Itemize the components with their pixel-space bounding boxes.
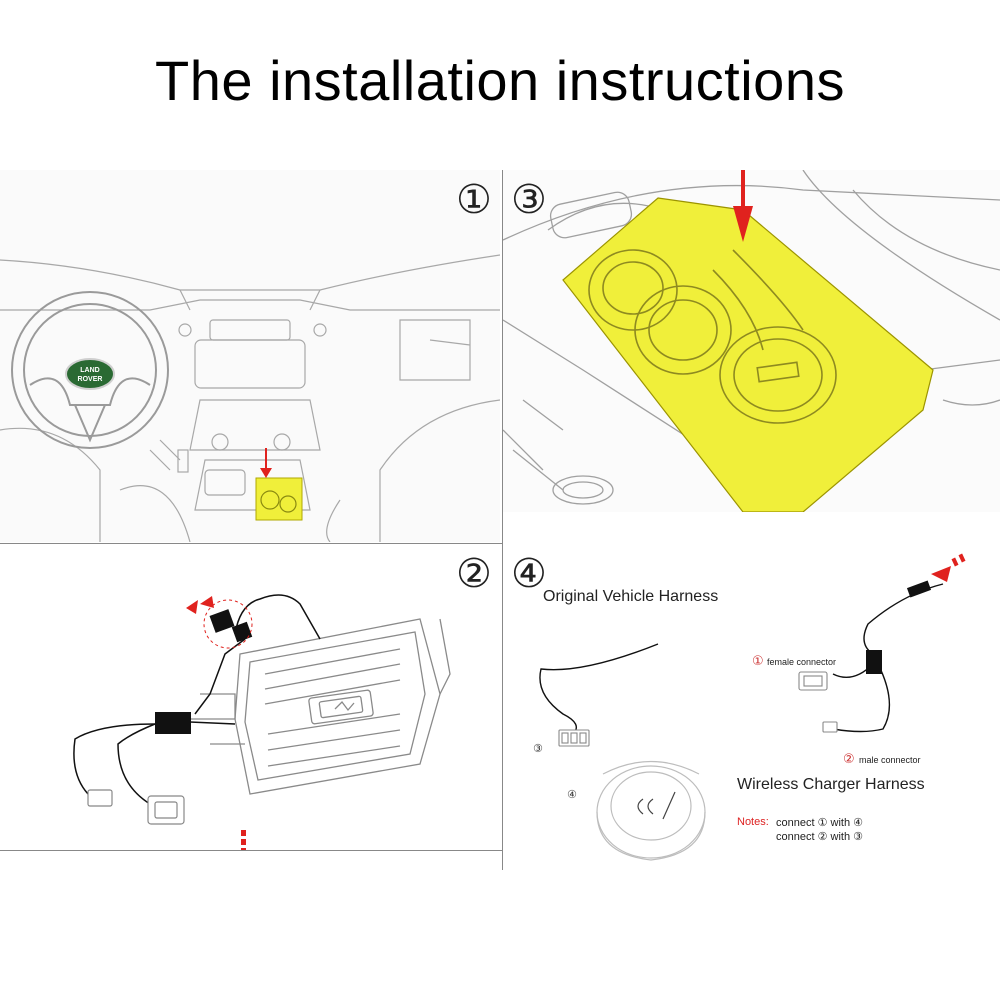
- female-connector-number: ①: [752, 654, 764, 669]
- divider-horizontal: [0, 543, 503, 544]
- plug-small: [87, 789, 113, 807]
- inline-module: [155, 712, 191, 734]
- divider-vertical: [502, 170, 503, 870]
- cupholder-highlight: [562, 197, 934, 512]
- female-connector-label: female connector: [767, 657, 837, 667]
- socket-number-3: ③: [533, 742, 543, 755]
- arrow-in-left-icon: [186, 600, 198, 614]
- harness-illustration: [539, 553, 966, 861]
- step-3-console-panel: ③: [503, 170, 1000, 512]
- logo-text-line2: ROVER: [78, 376, 103, 383]
- step-1-badge: ①: [456, 177, 492, 223]
- male-connector-number: ②: [843, 752, 855, 767]
- connector-black-1: [209, 609, 235, 633]
- socket-number-4: ④: [567, 788, 577, 801]
- wireless-harness-label: Wireless Charger Harness: [737, 776, 925, 793]
- down-arrow-icon: [733, 206, 753, 242]
- arrow-in-right-icon: [200, 596, 214, 608]
- charger-illustration: [73, 594, 451, 850]
- console-illustration: [503, 170, 1000, 512]
- note-line-2: connect ② with ③: [776, 831, 863, 843]
- inline-fuse-module: [866, 650, 882, 674]
- note-line-1: connect ① with ④: [776, 817, 863, 829]
- connector-black-2: [231, 621, 253, 643]
- male-connector-icon: [822, 721, 838, 733]
- step-4-harness-panel: ④ Original Vehicle Harness ① female conn…: [503, 544, 1000, 874]
- dashboard-illustration: LAND ROVER: [0, 254, 500, 542]
- logo-text-line1: LAND: [80, 367, 99, 374]
- arrow-in-icon: [931, 566, 951, 582]
- divider-bottom: [0, 850, 503, 851]
- step-2-badge: ②: [456, 551, 492, 597]
- step-4-badge: ④: [511, 551, 547, 597]
- step-1-dashboard-panel: LAND ROVER ①: [0, 170, 500, 542]
- down-arrow-icon: [260, 468, 272, 478]
- page-title: The installation instructions: [155, 49, 845, 112]
- male-connector-label: male connector: [859, 755, 921, 765]
- land-rover-logo: [65, 358, 115, 390]
- step-2-charger-panel: ②: [0, 544, 503, 850]
- step-3-badge: ③: [511, 177, 547, 223]
- notes-label: Notes:: [737, 816, 769, 828]
- wireless-plug-end: [906, 580, 932, 598]
- original-harness-label: Original Vehicle Harness: [543, 588, 719, 605]
